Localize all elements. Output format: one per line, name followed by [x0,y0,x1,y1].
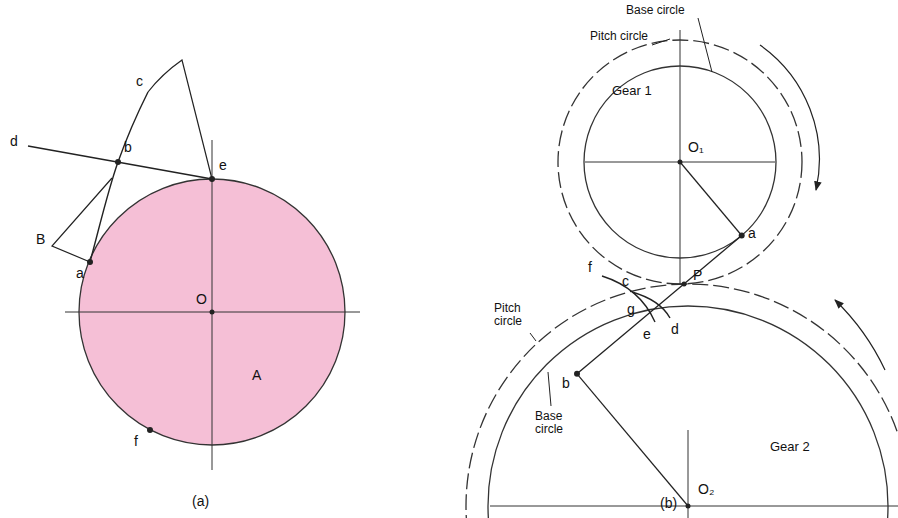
tooth-profile [632,292,670,318]
point-label: a [76,266,84,281]
pitch-point [682,282,687,287]
point-label: f [134,434,138,449]
leader-line [548,372,551,406]
figure-caption: (a) [192,494,209,509]
point-label: g [627,302,635,317]
point-label: d [671,322,679,337]
cord-outline [148,60,212,179]
part-label: Gear 1 [612,84,652,98]
leader-line [698,18,712,72]
center-dot [678,160,683,165]
center-label: O₂ [698,482,714,497]
part-label: Base circle [626,4,685,17]
center-line [680,30,681,284]
leader-line [530,333,536,341]
part-label: Gear 2 [770,440,810,454]
figure-caption: (b) [660,496,677,511]
part-label: Base circle [535,410,575,436]
leader-line [652,39,670,45]
radius-line [577,374,688,506]
point-label: e [219,158,227,173]
point-dot [115,159,121,165]
point-label: e [643,327,651,342]
point-dot [147,427,153,433]
point-label: a [748,226,756,241]
point-dot [739,233,745,239]
involute-curve [90,92,148,262]
point-label: f [588,260,592,275]
center-label: O₁ [688,140,704,155]
part-label: Pitch circle [590,30,648,43]
part-label: A [252,368,261,383]
point-label: B [36,232,45,247]
point-label: b [562,376,570,391]
radius-line [680,162,742,236]
center-dot [686,504,691,509]
point-label: d [10,134,18,149]
center-line [212,140,213,470]
rotation-arrow [760,45,819,190]
point-dot [574,371,580,377]
point-dot [209,176,215,182]
line-of-action [577,236,742,374]
point-label: c [622,274,629,289]
point-label: c [136,74,143,89]
center-label: O [196,292,207,307]
base-circle [488,306,888,518]
center-dot [210,310,215,315]
point-dot [87,259,93,265]
part-label: Pitch circle [494,302,534,328]
point-label: b [124,140,132,155]
pitch-circle [466,284,898,518]
cord-outline [52,178,112,262]
center-line [490,506,898,507]
rotation-arrow [835,300,885,370]
point-label: P [693,268,702,283]
tangent-line [28,146,212,179]
